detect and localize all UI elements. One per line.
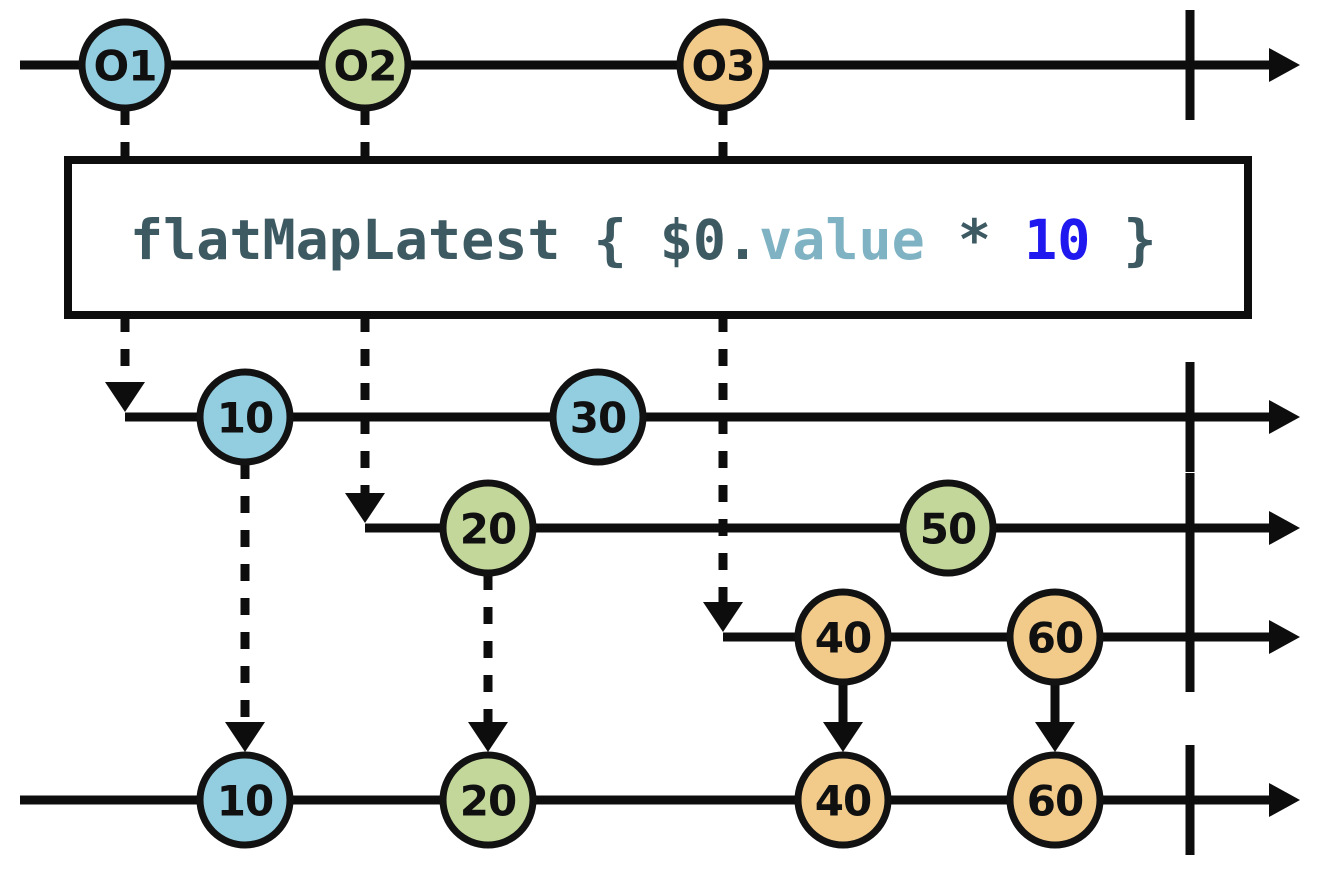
marble-result-40[interactable]: 40	[794, 751, 892, 849]
link-inner3-40-to-result	[823, 682, 863, 752]
connector-arrow-icon	[105, 382, 145, 412]
connector-arrow-icon	[345, 493, 385, 523]
marble-source-O2[interactable]: O2	[318, 18, 412, 112]
marble-label: O1	[94, 42, 157, 91]
marble-circle	[549, 368, 647, 466]
connector-arrow-icon	[703, 602, 743, 632]
marble-circle	[899, 479, 997, 577]
marble-label: 40	[815, 777, 871, 826]
link-operator-to-inner-2	[345, 315, 385, 523]
timeline-arrow-icon	[1269, 783, 1300, 817]
timeline-arrow-icon	[1269, 48, 1300, 82]
marble-circle	[439, 479, 537, 577]
marble-label: 20	[460, 505, 516, 554]
connector-arrow-icon	[225, 722, 265, 752]
connector-arrow-icon	[468, 722, 508, 752]
link-inner2-20-to-result	[468, 573, 508, 752]
marble-circle	[1006, 751, 1104, 849]
operator-segment-property: value	[759, 208, 925, 272]
marble-label: 30	[570, 394, 626, 443]
link-inner3-60-to-result	[1035, 682, 1075, 752]
operator-segment-number: 10	[1024, 208, 1090, 272]
marble-label: O2	[334, 42, 397, 91]
operator-expression: flatMapLatest { $0.value * 10 }	[130, 208, 1157, 272]
marble-circle	[318, 18, 412, 112]
marble-circle	[196, 751, 294, 849]
marble-label: 10	[217, 394, 273, 443]
operator-segment-main: flatMapLatest { $0.	[130, 208, 759, 272]
timeline-arrow-icon	[1269, 511, 1300, 545]
timeline-arrow-icon	[1269, 620, 1300, 654]
link-layer	[105, 108, 1075, 752]
marble-circle	[78, 18, 172, 112]
marble-inner-2-50[interactable]: 50	[899, 479, 997, 577]
operator-segment-main: }	[1090, 208, 1156, 272]
marble-inner-3-40[interactable]: 40	[794, 588, 892, 686]
marble-label: O3	[692, 42, 755, 91]
marble-label: 60	[1027, 777, 1083, 826]
marble-inner-3-60[interactable]: 60	[1006, 588, 1104, 686]
marble-circle	[794, 751, 892, 849]
marble-inner-1-30[interactable]: 30	[549, 368, 647, 466]
timeline-source	[20, 10, 1300, 120]
marble-result-10[interactable]: 10	[196, 751, 294, 849]
connector-arrow-icon	[1035, 722, 1075, 752]
marble-source-O3[interactable]: O3	[676, 18, 770, 112]
link-inner1-10-to-result	[225, 462, 265, 752]
marble-label: 40	[815, 614, 871, 663]
marble-inner-2-20[interactable]: 20	[439, 479, 537, 577]
marble-source-O1[interactable]: O1	[78, 18, 172, 112]
marble-result-20[interactable]: 20	[439, 751, 537, 849]
marble-label: 10	[217, 777, 273, 826]
operator-segment-main: *	[925, 208, 1024, 272]
connector-arrow-icon	[823, 722, 863, 752]
operator-layer: flatMapLatest { $0.value * 10 }	[64, 156, 1252, 319]
marble-result-60[interactable]: 60	[1006, 751, 1104, 849]
operator-box[interactable]: flatMapLatest { $0.value * 10 }	[64, 156, 1252, 319]
marble-label: 60	[1027, 614, 1083, 663]
marble-circle	[439, 751, 537, 849]
link-operator-to-inner-3	[703, 315, 743, 632]
marble-circle	[794, 588, 892, 686]
link-operator-to-inner-1	[105, 315, 145, 412]
timeline-inner-1	[125, 362, 1300, 472]
marble-circle	[676, 18, 770, 112]
timeline-arrow-icon	[1269, 400, 1300, 434]
marble-layer: O1 O2 O3 10 30 20 50 40 60 10 20 40 60	[78, 18, 1104, 849]
marble-label: 20	[460, 777, 516, 826]
marble-inner-1-10[interactable]: 10	[196, 368, 294, 466]
marble-circle	[1006, 588, 1104, 686]
marble-circle	[196, 368, 294, 466]
marble-label: 50	[920, 505, 976, 554]
operator-box-frame	[64, 156, 1252, 319]
